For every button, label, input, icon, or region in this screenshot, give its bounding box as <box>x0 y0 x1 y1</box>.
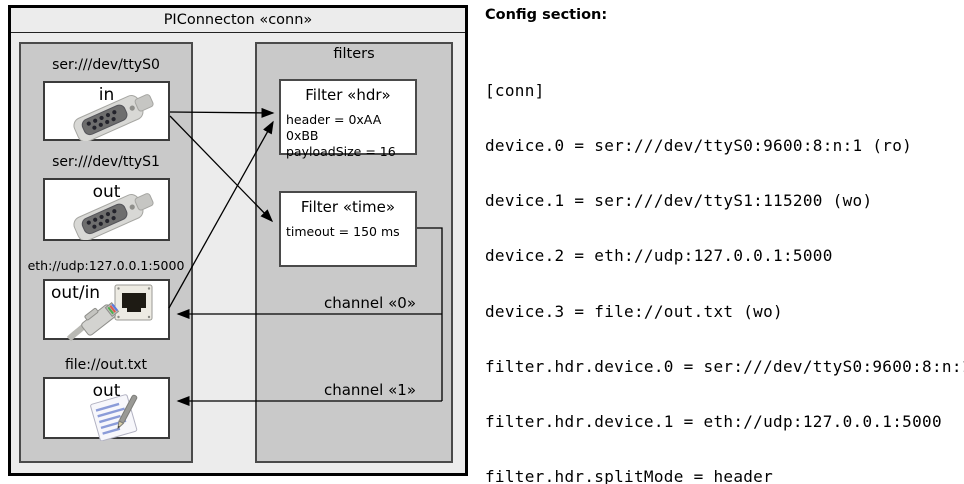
serial-connector-icon <box>73 193 154 240</box>
device-port-label: in <box>98 85 115 105</box>
diagram-title: PIConnecton «conn» <box>11 8 465 33</box>
device-box-file: out <box>43 377 170 441</box>
device-label-ttys1: ser:///dev/ttyS1 <box>52 154 160 170</box>
filter-title: Filter «time» <box>300 198 396 216</box>
device-port-label: out <box>92 381 121 401</box>
notepad-icon <box>90 394 138 441</box>
device-port-label: out <box>92 182 121 202</box>
config-line: device.1 = ser:///dev/ttyS1:115200 (wo) <box>485 191 873 211</box>
config-line: [conn] <box>485 80 545 100</box>
filters-panel-title: filters <box>333 46 375 62</box>
device-label-ttys0: ser:///dev/ttyS0 <box>52 57 160 73</box>
config-heading: Config section: <box>485 7 608 23</box>
device-port-label: out/in <box>51 283 101 303</box>
config-line: device.0 = ser:///dev/ttyS0:9600:8:n:1 (… <box>485 136 913 156</box>
filter-hdr-box: Filter «hdr» header = 0xAA 0xBB payloadS… <box>279 79 417 159</box>
config-section: [conn] device.0 = ser:///dev/ttyS0:9600:… <box>485 45 964 484</box>
filter-property: header = 0xAA 0xBB <box>286 112 382 143</box>
config-line: device.2 = eth://udp:127.0.0.1:5000 <box>485 246 833 266</box>
channel-0-label: channel «0» <box>323 294 416 312</box>
filter-title: Filter «hdr» <box>305 86 391 104</box>
device-label-eth: eth://udp:127.0.0.1:5000 <box>27 258 185 273</box>
filter-time-box: Filter «time» timeout = 150 ms <box>279 191 417 267</box>
device-box-eth: out/in <box>43 279 170 342</box>
filter-property: timeout = 150 ms <box>286 224 400 239</box>
channel-1-label: channel «1» <box>323 381 416 399</box>
ethernet-cable-icon <box>66 302 120 342</box>
serial-connector-icon <box>73 94 154 141</box>
device-box-ttys0: in <box>43 81 170 141</box>
config-line: filter.hdr.device.1 = eth://udp:127.0.0.… <box>485 412 942 432</box>
config-line: filter.hdr.device.0 = ser:///dev/ttyS0:9… <box>485 356 964 376</box>
device-box-ttys1: out <box>43 178 170 241</box>
ethernet-jack-icon <box>114 284 153 321</box>
config-line: filter.hdr.splitMode = header <box>485 467 774 484</box>
device-label-file: file://out.txt <box>64 357 148 373</box>
config-line: device.3 = file://out.txt (wo) <box>485 301 783 321</box>
filter-property: payloadSize = 16 <box>286 144 396 159</box>
